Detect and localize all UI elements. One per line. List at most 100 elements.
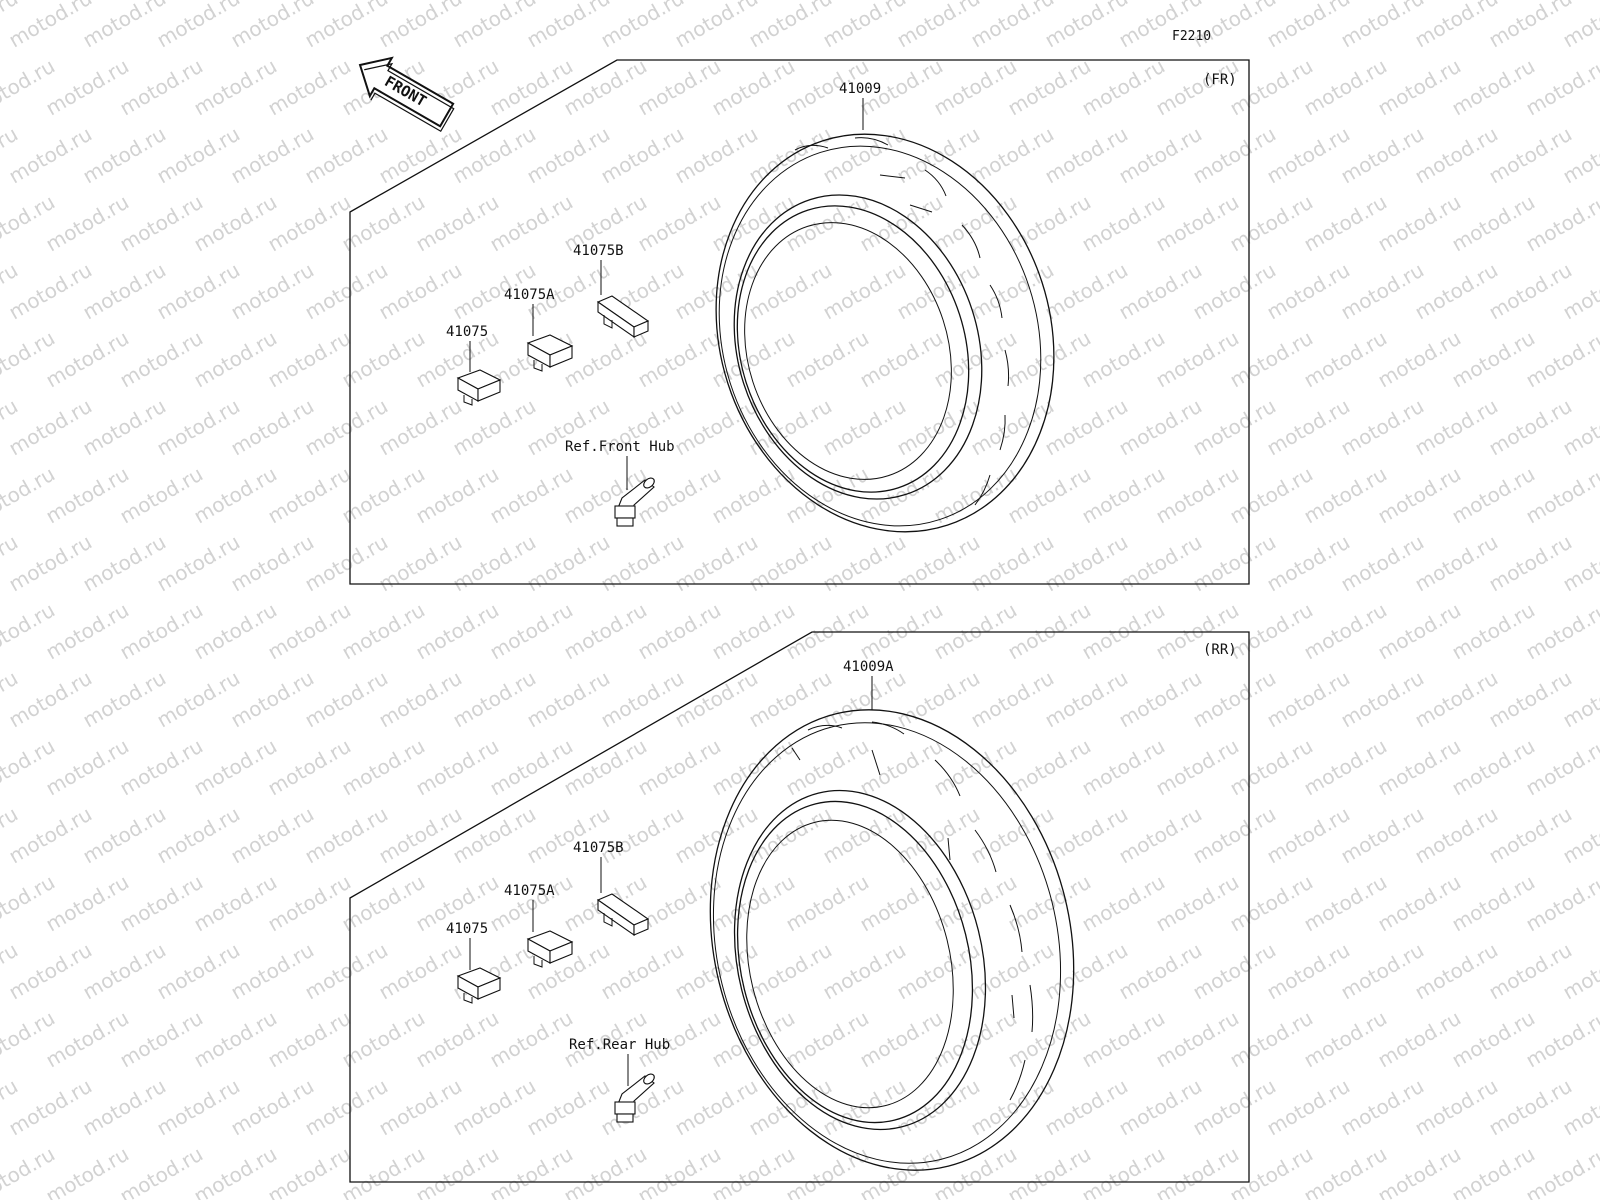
watermark-text: motod.ru — [1374, 734, 1465, 801]
watermark-text: motod.ru — [190, 734, 281, 801]
watermark-text: motod.ru — [338, 326, 429, 393]
watermark-text: motod.ru — [1374, 1006, 1465, 1073]
watermark-text: motod.ru — [1004, 462, 1095, 529]
watermark-text: motod.ru — [301, 666, 392, 733]
watermark-text: motod.ru — [893, 394, 984, 461]
watermark-text: motod.ru — [930, 1006, 1021, 1073]
watermark-text: motod.ru — [264, 870, 355, 937]
watermark-text: motod.ru — [79, 666, 170, 733]
watermark-text: motod.ru — [190, 1006, 281, 1073]
rear-weight-41075: 41075 — [446, 921, 502, 1004]
watermark-text: motod.ru — [1263, 122, 1354, 189]
watermark-text: motod.ru — [338, 734, 429, 801]
watermark-text: motod.ru — [449, 666, 540, 733]
watermark-text: motod.ru — [1411, 666, 1502, 733]
watermark-text: motod.ru — [967, 122, 1058, 189]
watermark-text: motod.ru — [856, 462, 947, 529]
watermark-text: motod.ru — [227, 666, 318, 733]
front-tire: 41009 — [715, 81, 1055, 533]
watermark-text: motod.ru — [449, 1074, 540, 1141]
watermark-text: motod.ru — [1115, 938, 1206, 1005]
rear-valve: Ref.Rear Hub — [569, 1037, 670, 1123]
watermark-text: motod.ru — [227, 802, 318, 869]
watermark-text: motod.ru — [79, 530, 170, 597]
watermark-text: motod.ru — [1522, 326, 1600, 393]
watermark-text: motod.ru — [1226, 870, 1317, 937]
watermark-text: motod.ru — [1263, 938, 1354, 1005]
rear-panel-frame — [349, 631, 1250, 1183]
watermark-text: motod.ru — [782, 1006, 873, 1073]
watermark-text: motod.ru — [1226, 462, 1317, 529]
watermark-text: motod.ru — [597, 122, 688, 189]
watermark-text: motod.ru — [634, 54, 725, 121]
watermark-text: motod.ru — [153, 530, 244, 597]
front-weight-label-2: 41075A — [504, 287, 555, 303]
watermark-text: motod.ru — [1337, 530, 1428, 597]
watermark-text: motod.ru — [1004, 54, 1095, 121]
watermark-text: motod.ru — [708, 1006, 799, 1073]
watermark-text: motod.ru — [856, 734, 947, 801]
watermark-text: motod.ru — [79, 258, 170, 325]
watermark-text: motod.ru — [449, 394, 540, 461]
watermark-text: motod.ru — [708, 462, 799, 529]
watermark-text: motod.ru — [634, 598, 725, 665]
watermark-text: motod.ru — [1041, 938, 1132, 1005]
watermark-text: motod.ru — [523, 1074, 614, 1141]
watermark-text: motod.ru — [1485, 802, 1576, 869]
watermark-text: motod.ru — [1041, 530, 1132, 597]
watermark-text: motod.ru — [1300, 598, 1391, 665]
watermark-text: motod.ru — [5, 530, 96, 597]
watermark-text: motod.ru — [597, 666, 688, 733]
watermark-text: motod.ru — [190, 54, 281, 121]
watermark-text: motod.ru — [1448, 870, 1539, 937]
rear-weight-label-2: 41075A — [504, 883, 555, 899]
watermark-text: motod.ru — [1004, 326, 1095, 393]
watermark-text: motod.ru — [1078, 54, 1169, 121]
watermark-text: motod.ru — [1522, 734, 1600, 801]
rear-tire-label: 41009A — [843, 659, 894, 675]
watermark-text: motod.ru — [523, 122, 614, 189]
watermark-text: motod.ru — [1411, 530, 1502, 597]
watermark-text: motod.ru — [449, 938, 540, 1005]
watermark-text: motod.ru — [338, 870, 429, 937]
watermark-text: motod.ru — [671, 666, 762, 733]
watermark-text: motod.ru — [375, 122, 466, 189]
watermark-text: motod.ru — [967, 394, 1058, 461]
watermark-text: motod.ru — [930, 190, 1021, 257]
watermark-text: motod.ru — [227, 530, 318, 597]
watermark-text: motod.ru — [1115, 802, 1206, 869]
watermark-text: motod.ru — [153, 666, 244, 733]
watermark-text: motod.ru — [1263, 1074, 1354, 1141]
watermark-text: motod.ru — [153, 938, 244, 1005]
watermark-text: motod.ru — [264, 54, 355, 121]
watermark-text: motod.ru — [486, 598, 577, 665]
watermark-text: motod.ru — [1448, 1006, 1539, 1073]
watermark-text: motod.ru — [819, 530, 910, 597]
watermark-text: motod.ru — [375, 394, 466, 461]
watermark-text: motod.ru — [1448, 190, 1539, 257]
watermark-text: motod.ru — [79, 394, 170, 461]
watermark-text: motod.ru — [745, 530, 836, 597]
watermark-text: motod.ru — [782, 326, 873, 393]
watermark-text: motod.ru — [523, 666, 614, 733]
rear-tread-pattern — [791, 721, 1034, 1101]
watermark-text: motod.ru — [1522, 190, 1600, 257]
watermark-text: motod.ru — [301, 938, 392, 1005]
watermark-text: motod.ru — [1485, 1074, 1576, 1141]
watermark-text: motod.ru — [560, 54, 651, 121]
watermark-text: motod.ru — [42, 598, 133, 665]
watermark-text: motod.ru — [1078, 1006, 1169, 1073]
watermark-text: motod.ru — [1004, 598, 1095, 665]
watermark-text: motod.ru — [190, 326, 281, 393]
watermark-text: motod.ru — [1300, 734, 1391, 801]
watermark-text: motod.ru — [1337, 666, 1428, 733]
watermark-text: motod.ru — [1448, 54, 1539, 121]
watermark-text: motod.ru — [1226, 326, 1317, 393]
watermark-text: motod.ru — [153, 1074, 244, 1141]
watermark-text: motod.ru — [42, 462, 133, 529]
watermark-text: motod.ru — [1485, 122, 1576, 189]
watermark-text: motod.ru — [116, 326, 207, 393]
watermark-text: motod.ru — [1448, 326, 1539, 393]
watermark-text: motod.ru — [227, 258, 318, 325]
watermark-text: motod.ru — [42, 1006, 133, 1073]
